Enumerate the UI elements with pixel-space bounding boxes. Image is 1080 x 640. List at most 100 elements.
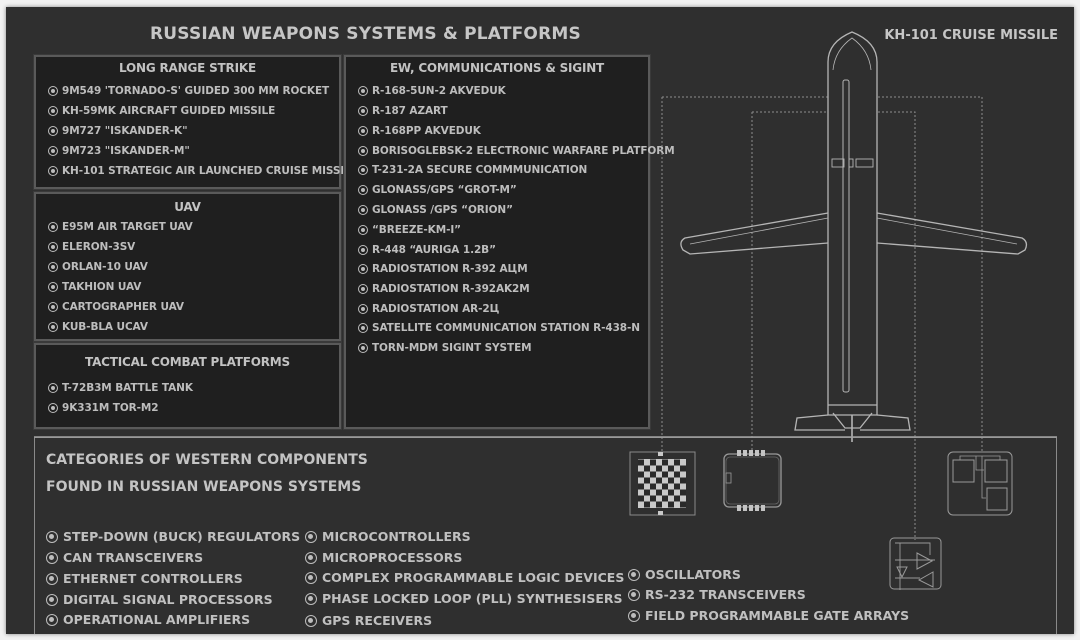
bullet-icon [48, 242, 58, 252]
component-item: OSCILLATORS [628, 567, 741, 582]
checker-cell [644, 465, 650, 472]
bullet-icon [358, 126, 368, 136]
bullet-icon [46, 613, 58, 626]
panel-title: TACTICAL COMBAT PLATFORMS [85, 355, 290, 369]
bullet-icon [48, 282, 58, 292]
checker-cell [662, 495, 668, 502]
component-item: OPERATIONAL AMPLIFIERS [46, 612, 250, 627]
list-item: KH-101 STRATEGIC AIR LAUNCHED CRUISE MIS… [48, 165, 358, 177]
checker-cell [662, 471, 668, 478]
list-item: KUB-BLA UCAV [48, 321, 148, 333]
bullet-icon [48, 262, 58, 272]
list-item: KH-59MK AIRCRAFT GUIDED MISSILE [48, 105, 275, 117]
checker-cell [674, 495, 680, 502]
bullet-icon [46, 530, 58, 543]
checker-cell [638, 495, 644, 502]
bullet-icon [358, 146, 368, 156]
checker-cell [638, 471, 644, 478]
op-amp-circuit-icon [889, 537, 942, 590]
bullet-icon [46, 572, 58, 585]
checker-cell [668, 465, 674, 472]
chip-pin [761, 505, 765, 511]
bullet-icon [358, 323, 368, 333]
chip-pin [737, 505, 741, 511]
bullet-icon [358, 86, 368, 96]
list-item: GLONASS/GPS “GROT-M” [358, 184, 517, 196]
kh-101-missile-icon [680, 31, 1028, 442]
list-item: RADIOSTATION AR-2Ц [358, 303, 499, 315]
bullet-icon [46, 593, 58, 606]
checker-cell [668, 477, 674, 484]
bullet-icon [358, 304, 368, 314]
bullet-icon [305, 530, 317, 543]
bullet-icon [358, 245, 368, 255]
bullet-icon [48, 126, 58, 136]
bullet-icon [48, 106, 58, 116]
checker-cell [668, 501, 674, 508]
bullet-icon [46, 551, 58, 564]
checker-cell [650, 483, 656, 490]
list-item: 9M549 'TORNADO-S' GUIDED 300 MM ROCKET [48, 85, 329, 97]
panel-ew-communications-sigint: EW, COMMUNICATIONS & SIGINT R-168-5UN-2 … [343, 54, 675, 430]
checker-cell [656, 477, 662, 484]
chip-pin [743, 505, 747, 511]
bullet-icon [48, 383, 58, 393]
checker-cell [674, 471, 680, 478]
checker-cell [644, 501, 650, 508]
bullet-icon [358, 205, 368, 215]
bullet-icon [358, 284, 368, 294]
bullet-icon [305, 551, 317, 564]
component-item: RS-232 TRANSCEIVERS [628, 587, 806, 602]
list-item: R-448 “AURIGA 1.2B” [358, 244, 496, 256]
bullet-icon [358, 343, 368, 353]
checker-cell [638, 459, 644, 466]
list-item: CARTOGRAPHER UAV [48, 301, 184, 313]
component-item: FIELD PROGRAMMABLE GATE ARRAYS [628, 608, 909, 623]
bullet-icon [358, 225, 368, 235]
bullet-icon [48, 403, 58, 413]
checker-cell [644, 489, 650, 496]
bullet-icon [48, 86, 58, 96]
chip-pin [749, 505, 753, 511]
bullet-icon [48, 146, 58, 156]
checker-cell [650, 471, 656, 478]
checker-cell [644, 477, 650, 484]
component-item: MICROCONTROLLERS [305, 529, 471, 544]
checker-cell [656, 465, 662, 472]
leader-line-inner [752, 111, 916, 540]
checker-cell [656, 501, 662, 508]
bullet-icon [305, 571, 317, 584]
list-item: RADIOSTATION R-392 АЦМ [358, 263, 528, 275]
list-item: R-168PP AKVEDUK [358, 125, 481, 137]
bullet-icon [358, 264, 368, 274]
checker-cell [662, 483, 668, 490]
chip-pin [743, 450, 747, 456]
bullet-icon [628, 588, 640, 601]
bullet-icon [628, 609, 640, 622]
chip-pin [755, 450, 759, 456]
list-item: TORN-MDM SIGINT SYSTEM [358, 342, 532, 354]
panel-title: LONG RANGE STRIKE [119, 61, 256, 75]
checker-cell [638, 483, 644, 490]
list-item: RADIOSTATION R-392AK2M [358, 283, 530, 295]
list-item: 9M727 "ISKANDER-K" [48, 125, 188, 137]
component-item: STEP-DOWN (BUCK) REGULATORS [46, 529, 300, 544]
leader-line-outer [662, 96, 983, 452]
bullet-icon [305, 614, 317, 627]
component-item: ETHERNET CONTROLLERS [46, 571, 243, 586]
component-item: DIGITAL SIGNAL PROCESSORS [46, 592, 273, 607]
leader-lines [661, 96, 983, 540]
bullet-icon [358, 185, 368, 195]
bullet-icon [628, 568, 640, 581]
panel-title: EW, COMMUNICATIONS & SIGINT [389, 61, 605, 75]
list-item: 9M723 "ISKANDER-M" [48, 145, 190, 157]
microcontroller-chip-icon [723, 450, 782, 511]
component-item: MICROPROCESSORS [305, 550, 462, 565]
bullet-icon [48, 222, 58, 232]
chip-pin [737, 450, 741, 456]
page-title: RUSSIAN WEAPONS SYSTEMS & PLATFORMS [150, 24, 581, 44]
checker-cell [680, 501, 686, 508]
panel-uav: UAV E95M AIR TARGET UAV ELERON-3SV ORLAN… [33, 191, 342, 342]
bullet-icon [48, 302, 58, 312]
